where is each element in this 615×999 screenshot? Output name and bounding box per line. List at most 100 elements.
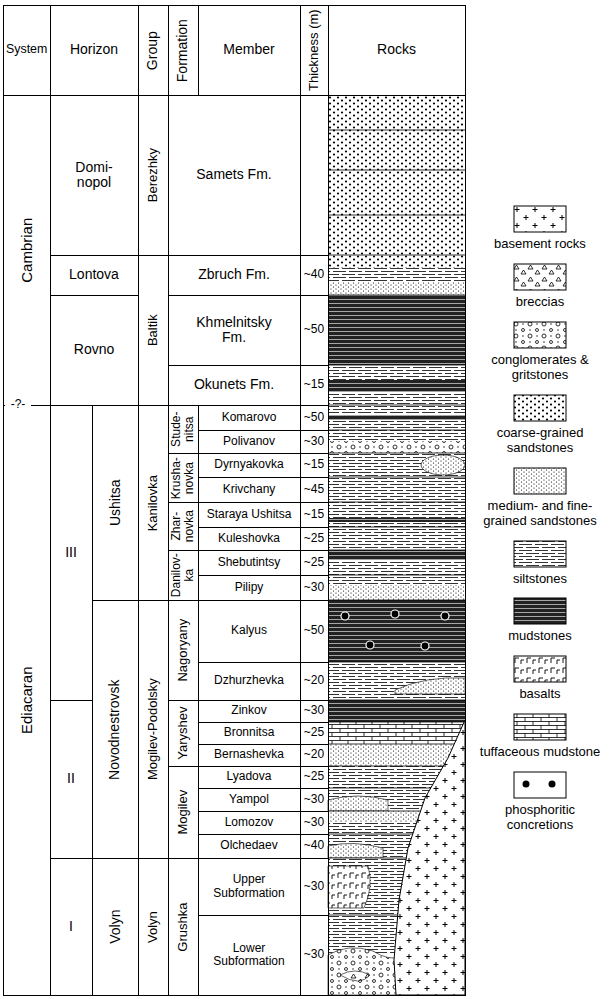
table-cell: Polivanov — [198, 430, 300, 453]
cell-label: Kalyus — [231, 624, 267, 637]
table-cell: ~30 — [300, 915, 328, 995]
table-cell: ~50 — [300, 295, 328, 365]
cell-label: Staraya Ushitsa — [207, 508, 292, 521]
cell-label: Kuleshovka — [218, 532, 280, 545]
table-cell-border — [301, 663, 329, 701]
table-cell-border — [169, 601, 199, 701]
table-cell-border — [199, 503, 301, 528]
cell-label: Dzhurzhevka — [214, 674, 284, 687]
cell-label: Lower Subformation — [201, 942, 297, 968]
table-cell: III — [50, 405, 92, 700]
table-cell: Dyrnyakovka — [198, 453, 300, 477]
table-cell: II — [50, 700, 92, 858]
cell-label: ~30 — [304, 435, 324, 448]
table-cell: ~15 — [300, 365, 328, 405]
table-cell: ~30 — [300, 430, 328, 453]
legend-swatch — [513, 467, 567, 495]
legend-item: phosphoritic concretions — [478, 771, 603, 833]
table-cell: Bronnitsa — [198, 722, 300, 744]
table-cell: ~15 — [300, 502, 328, 527]
cell-label: System — [6, 43, 47, 57]
vertical-label: Volyn — [146, 860, 160, 993]
table-cell: Lower Subformation — [198, 915, 300, 995]
table-cell-border — [301, 296, 329, 366]
table-cell-border — [199, 916, 301, 996]
cell-label: Upper Subformation — [201, 873, 297, 899]
table-cell-border — [301, 6, 329, 96]
cell-label: ~30 — [304, 581, 324, 594]
legend-item: medium- and fine- grained sandstones — [478, 467, 603, 529]
table-cell: ~30 — [300, 575, 328, 600]
table-cell: Krusha- novka — [168, 453, 198, 502]
table-cell: Baltik — [138, 255, 168, 405]
table-cell-border — [139, 6, 169, 96]
table-cell: Rovno — [50, 295, 138, 405]
table-cell-border — [139, 601, 169, 859]
table-cell-border — [301, 835, 329, 859]
table-cell-border — [199, 789, 301, 812]
table-cell-border — [51, 859, 93, 996]
cell-label: ~50 — [304, 323, 324, 336]
table-cell-border — [301, 551, 329, 576]
cell-label: Bronnitsa — [224, 726, 275, 739]
table-cell: Zinkov — [198, 700, 300, 722]
cell-label: Krivchany — [223, 483, 276, 496]
table-cell: Okunets Fm. — [168, 365, 300, 405]
table-cell-border — [139, 406, 169, 601]
table-cell: Pilipy — [198, 575, 300, 600]
vertical-label: Formation — [175, 7, 190, 93]
legend-swatch — [513, 597, 567, 625]
table-cell-border — [301, 916, 329, 996]
vertical-label: Zhar- novka — [170, 504, 196, 548]
table-cell: Mogilev — [168, 766, 198, 858]
table-cell: I — [50, 858, 92, 995]
table-cell: Kuleshovka — [198, 527, 300, 550]
table-cell-border — [169, 6, 199, 96]
vertical-label: Ediacaran — [18, 407, 35, 993]
table-cell-border — [301, 503, 329, 528]
table-cell-border — [51, 96, 139, 256]
cell-label: ~15 — [304, 458, 324, 471]
cell-label: I — [69, 919, 73, 934]
cell-label: ~50 — [304, 411, 324, 424]
table-cell-border — [199, 6, 301, 96]
table-cell-border — [169, 96, 301, 256]
table-cell-border — [199, 601, 301, 663]
cell-label: Pilipy — [235, 581, 264, 594]
cell-label: ~20 — [304, 748, 324, 761]
vertical-label: Krusha- novka — [170, 455, 196, 500]
cell-label: II — [67, 771, 75, 786]
cell-label: ~15 — [304, 508, 324, 521]
table-cell: ~25 — [300, 550, 328, 575]
table-cell-border — [199, 454, 301, 478]
table-cell-border — [51, 6, 139, 96]
table-cell: Grushka — [168, 858, 198, 995]
table-cell-border — [169, 406, 199, 454]
legend-swatch — [513, 540, 567, 568]
table-cell-border — [169, 767, 199, 859]
legend-label: tuffaceous mudstone — [480, 745, 600, 760]
table-cell-border — [199, 812, 301, 835]
table-cell: Yaryshev — [168, 700, 198, 766]
cell-label: ~30 — [304, 816, 324, 829]
cell-label: ~30 — [304, 793, 324, 806]
cell-label: ~30 — [304, 704, 324, 717]
cell-label: Khmelnitsky Fm. — [187, 315, 282, 346]
table-cell: Zbruch Fm. — [168, 255, 300, 295]
table-cell-border — [4, 6, 51, 96]
cell-label: Member — [223, 42, 274, 57]
table-cell-border — [199, 835, 301, 859]
cell-label: III — [65, 545, 77, 560]
vertical-label: Cambrian — [18, 97, 35, 403]
table-cell-border — [199, 859, 301, 916]
vertical-label: Berezhky — [146, 97, 160, 253]
table-cell: -?- — [5, 397, 31, 413]
table-cell: Novodnestrovsk — [92, 600, 138, 858]
lithology — [328, 95, 465, 995]
table-cell: Mogilev-Podolsky — [138, 600, 168, 858]
table-grid — [4, 6, 466, 996]
table-cell: Lontova — [50, 255, 138, 295]
table-cell-border — [169, 366, 301, 406]
legend-swatch — [513, 713, 567, 741]
table-cell: Lyadova — [198, 766, 300, 788]
